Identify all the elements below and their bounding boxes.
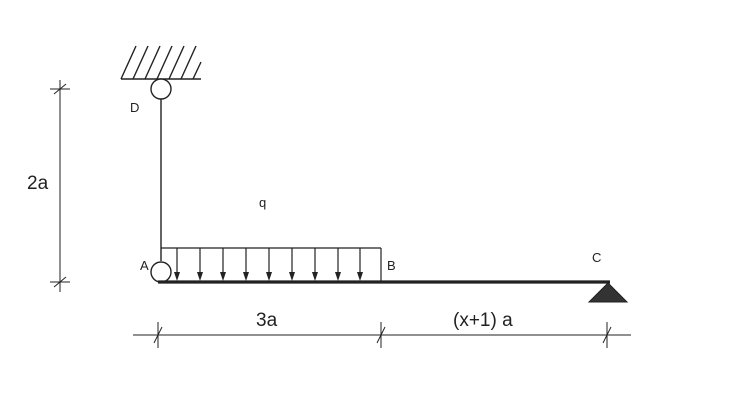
load-arrow <box>220 248 226 281</box>
hinge-a <box>150 261 172 283</box>
load-arrow <box>357 248 363 281</box>
label-c: C <box>592 250 601 265</box>
dimension-vertical <box>50 80 70 292</box>
load-arrow <box>266 248 272 281</box>
dimension-label-span-ab: 3a <box>256 310 278 331</box>
dimension-label-height: 2a <box>27 173 49 194</box>
label-q: q <box>259 195 266 210</box>
label-d: D <box>130 100 139 115</box>
dimension-label-span-bc: (x+1) a <box>453 310 513 331</box>
load-arrows <box>174 248 363 281</box>
load-arrow <box>197 248 203 281</box>
load-arrow <box>174 248 180 281</box>
label-a: A <box>140 258 149 273</box>
load-arrow <box>243 248 249 281</box>
load-arrow <box>335 248 341 281</box>
fixed-ceiling-support <box>120 45 202 80</box>
hinge-d <box>150 78 172 100</box>
distributed-load-q <box>161 247 382 282</box>
load-arrow <box>289 248 295 281</box>
load-arrow <box>312 248 318 281</box>
pin-support-c <box>587 282 629 303</box>
dimension-horizontal <box>133 322 631 348</box>
label-b: B <box>387 258 396 273</box>
